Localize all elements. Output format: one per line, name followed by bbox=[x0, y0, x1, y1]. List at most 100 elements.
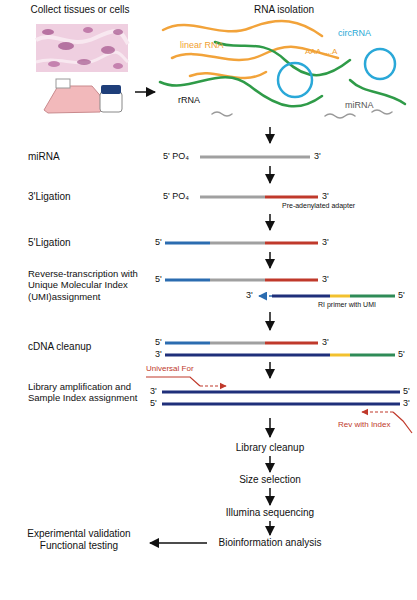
step-arrow bbox=[269, 362, 271, 378]
library-strand bbox=[162, 403, 400, 406]
umi-segment bbox=[330, 295, 350, 298]
annotation-label: 3' bbox=[403, 398, 410, 409]
step-arrow bbox=[269, 127, 271, 143]
step-label: Illumina sequencing bbox=[226, 507, 314, 519]
annotation-label: rRNA bbox=[178, 95, 200, 106]
annotation-label: RI primer with UMI bbox=[318, 301, 376, 309]
mirna-segment bbox=[200, 156, 310, 159]
adapter-5-segment bbox=[165, 342, 210, 345]
annotation-label: 3' bbox=[314, 151, 321, 162]
tissue-background bbox=[36, 24, 128, 72]
tissue-image bbox=[36, 24, 128, 72]
annotation-label: 3' bbox=[322, 237, 329, 248]
mirna-squiggle bbox=[325, 114, 355, 118]
annotation-label: 3' bbox=[150, 386, 157, 397]
annotation-label: miRNA bbox=[345, 100, 374, 111]
step-name: 5'Ligation bbox=[28, 237, 71, 249]
flow-arrow bbox=[269, 456, 271, 472]
step-name: Reverse-transcription with Unique Molecu… bbox=[28, 268, 156, 302]
annotation-label: 5' bbox=[403, 386, 410, 397]
annotation-label: circRNA bbox=[338, 28, 371, 39]
extension-arrow bbox=[259, 295, 272, 297]
step-label: Bioinformation analysis bbox=[219, 537, 322, 549]
annotation-label: Universal For bbox=[146, 364, 194, 374]
mirna-segment bbox=[200, 196, 265, 199]
annotation-label: 3' bbox=[246, 290, 253, 301]
annotation-label: 5' bbox=[155, 274, 162, 285]
tissue-cell bbox=[58, 42, 74, 50]
mirna-segment bbox=[210, 342, 265, 345]
adapter-5-segment bbox=[165, 242, 210, 245]
step-label: RNA isolation bbox=[254, 4, 314, 16]
mirna-squiggle bbox=[372, 110, 392, 114]
step-node: Experimental validation Functional testi… bbox=[8, 525, 150, 555]
reverse-primer-leader bbox=[393, 412, 412, 433]
step-node: RNA isolation bbox=[155, 4, 413, 124]
primer-tail-segment bbox=[350, 354, 395, 357]
library-strand bbox=[162, 391, 400, 394]
tissue-cell bbox=[101, 46, 115, 54]
annotation-label: Pre-adenylated adapter bbox=[282, 202, 355, 210]
annotation-label: 5' bbox=[398, 349, 405, 360]
annotation-label: AAA.....A bbox=[305, 47, 337, 57]
annotation-label: 3' bbox=[322, 337, 329, 348]
tissue-cell bbox=[113, 29, 123, 35]
culture-flask bbox=[44, 86, 104, 113]
step-node: Collect tissues or cells bbox=[25, 4, 135, 118]
step-arrow bbox=[269, 252, 271, 268]
step-node: Bioinformation analysis bbox=[207, 535, 333, 551]
annotation-label: 5' PO₄ bbox=[163, 151, 189, 162]
tube-cap bbox=[101, 85, 121, 94]
step-label: Library cleanup bbox=[236, 442, 304, 454]
tissue-cell bbox=[48, 61, 60, 67]
adapter-3-segment bbox=[265, 279, 318, 282]
mirna-squiggle bbox=[212, 112, 232, 116]
linear-rna-strand bbox=[163, 21, 322, 36]
adapter-3-segment bbox=[265, 342, 318, 345]
reverse-primer-arrow bbox=[362, 411, 393, 412]
rna-illustration bbox=[160, 21, 405, 118]
step-arrow bbox=[269, 166, 271, 183]
step-label: Size selection bbox=[239, 474, 301, 486]
annotation-label: 5' bbox=[155, 237, 162, 248]
sample-tube bbox=[100, 92, 122, 112]
step-arrow bbox=[269, 214, 271, 230]
mirna-segment bbox=[210, 242, 265, 245]
mirna-segment bbox=[210, 279, 265, 282]
step-arrow bbox=[269, 418, 271, 437]
flow-arrow bbox=[135, 91, 155, 93]
rt-primer-segment bbox=[272, 295, 330, 298]
flow-arrow bbox=[150, 542, 207, 544]
annotation-label: 3' bbox=[322, 274, 329, 285]
step-name: miRNA bbox=[28, 151, 60, 163]
step-node: Size selection bbox=[222, 472, 318, 488]
annotation-label: 3' bbox=[155, 349, 162, 360]
annotation-label: 5' bbox=[150, 398, 157, 409]
culture-vessels bbox=[44, 79, 122, 113]
annotation-label: linear RNA bbox=[180, 40, 224, 51]
tissue-cell bbox=[77, 59, 91, 65]
forward-primer-leader bbox=[146, 377, 200, 386]
flask-cap bbox=[56, 79, 70, 88]
rrna-strand bbox=[160, 77, 322, 106]
tissue-cell bbox=[42, 29, 54, 35]
flow-arrow bbox=[269, 521, 271, 535]
forward-primer-arrow bbox=[200, 385, 226, 386]
step-label: Collect tissues or cells bbox=[31, 4, 130, 16]
tissue-cell bbox=[83, 27, 93, 33]
adapter-3-segment bbox=[265, 196, 318, 199]
primer-tail-segment bbox=[350, 295, 395, 298]
circrna-circle bbox=[365, 49, 395, 79]
circrna-circle bbox=[278, 63, 312, 97]
step-name: cDNA cleanup bbox=[28, 341, 91, 353]
step-node: Illumina sequencing bbox=[212, 505, 328, 521]
adapter-3-segment bbox=[265, 242, 318, 245]
step-node: Library cleanup bbox=[222, 440, 318, 456]
step-name: 3'Ligation bbox=[28, 191, 71, 203]
umi-segment bbox=[330, 354, 350, 357]
molecule-strands bbox=[162, 157, 400, 404]
tissue-cell bbox=[113, 63, 123, 69]
annotation-label: 3' bbox=[322, 191, 329, 202]
